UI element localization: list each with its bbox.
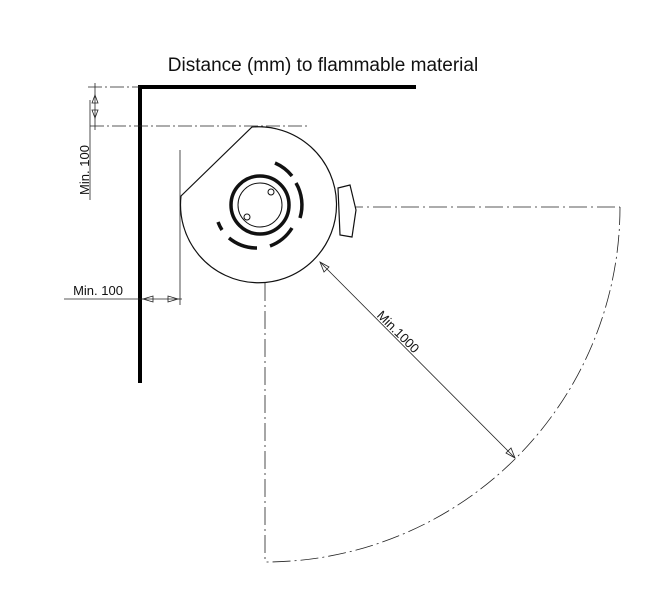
left-dimension-arrows <box>141 295 180 303</box>
diagram-title: Distance (mm) to flammable material <box>168 55 478 76</box>
top-clearance-label: Min. 100 <box>77 145 92 195</box>
front-clearance-label: Min.1000 <box>374 308 422 356</box>
side-clearance-label: Min. 100 <box>73 283 123 298</box>
front-dimension-line <box>319 261 516 459</box>
stove-top-view <box>179 126 357 284</box>
extension-lines <box>64 83 310 305</box>
top-dimension-arrows <box>91 93 99 120</box>
front-clearance-zone <box>264 206 621 563</box>
front-dimension-arrows <box>319 261 516 459</box>
